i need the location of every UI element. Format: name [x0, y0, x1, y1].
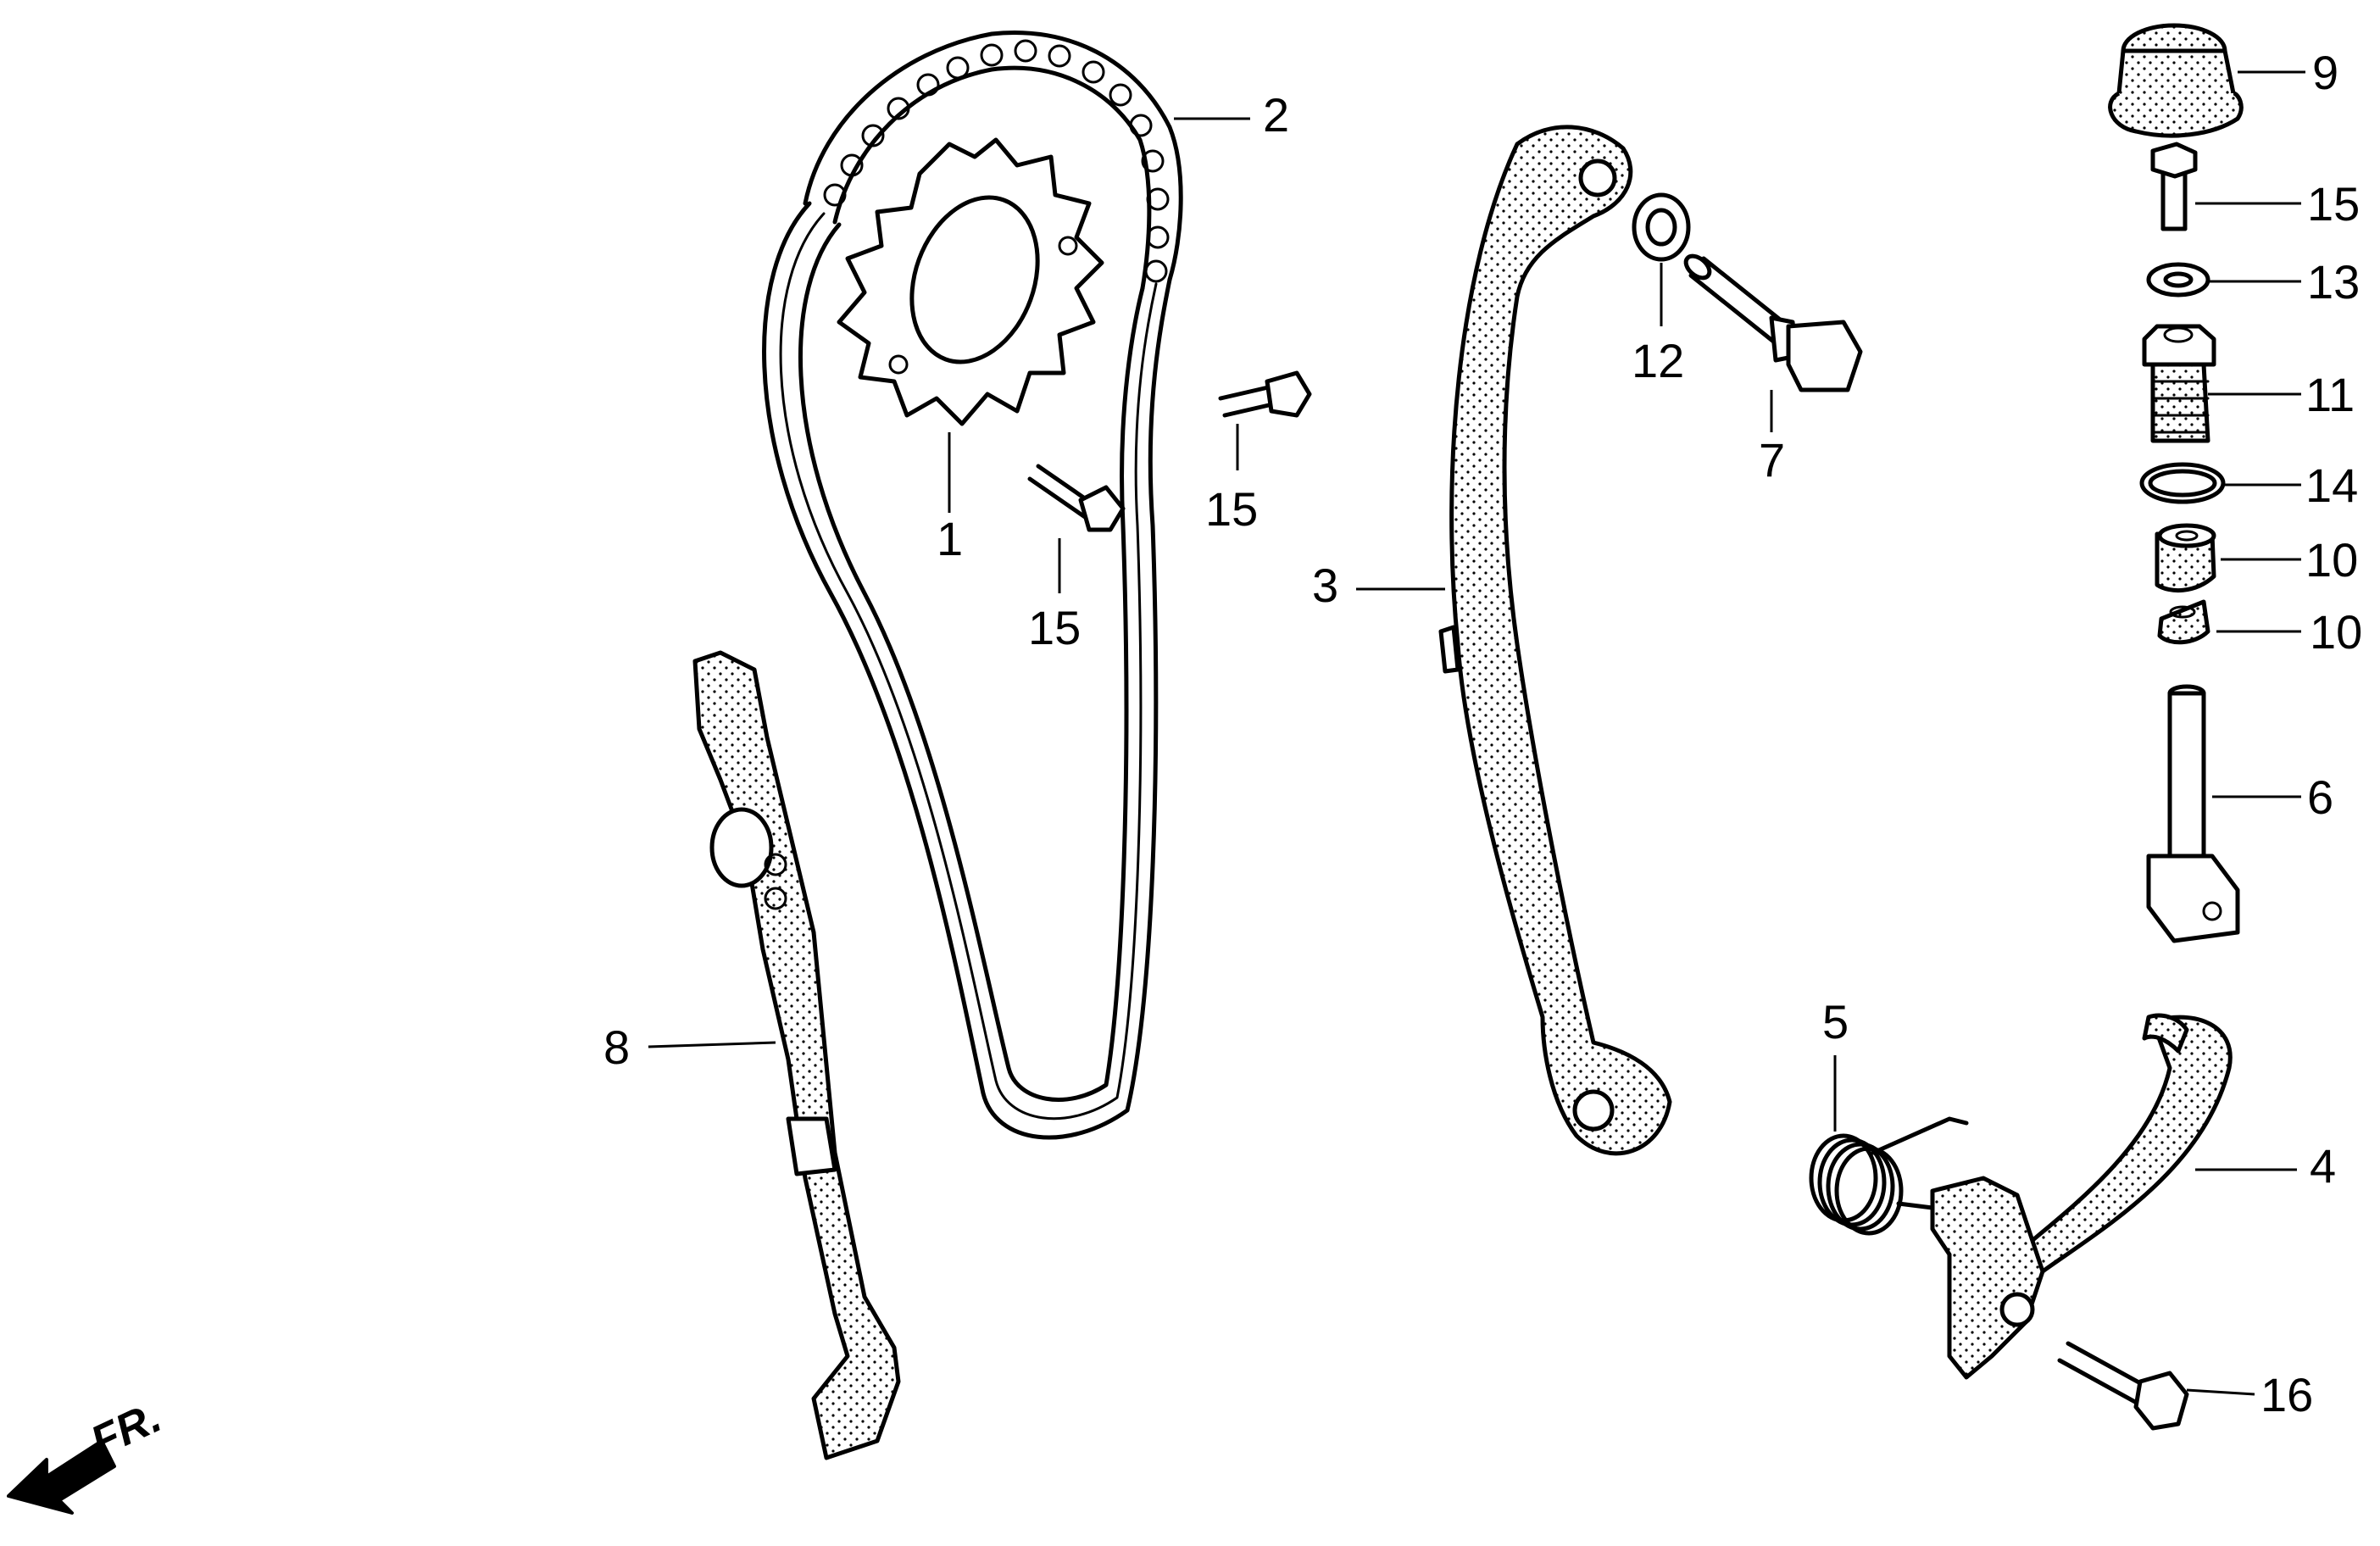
chain-guide — [692, 650, 901, 1460]
bolt-15-left — [1027, 464, 1126, 532]
label-part-13: 13 — [2307, 255, 2360, 309]
tensioner-push-rod — [2146, 684, 2240, 943]
label-part-16: 16 — [2260, 1368, 2313, 1421]
label-part-10-a: 10 — [2305, 533, 2358, 587]
sprocket — [837, 137, 1104, 426]
tensioner-bolt — [2142, 324, 2216, 443]
label-part-15-left: 15 — [1028, 601, 1081, 654]
tensioner-spring — [1809, 1116, 1969, 1236]
front-direction-indicator: FR. — [7, 1393, 169, 1515]
label-part-3: 3 — [1312, 559, 1338, 612]
sealing-washer-13 — [2146, 262, 2210, 298]
label-part-6: 6 — [2307, 770, 2333, 824]
cam-chain — [762, 31, 1183, 1140]
label-part-15-center: 15 — [1205, 482, 1258, 536]
front-arrow-icon — [7, 1439, 116, 1515]
wedge-a — [2155, 523, 2216, 593]
sealing-cap — [2108, 23, 2244, 138]
pivot-bolt — [1683, 253, 1863, 392]
bolt-16 — [2057, 1341, 2189, 1431]
label-part-11: 11 — [2305, 368, 2355, 421]
label-part-5: 5 — [1822, 995, 1849, 1048]
tensioner-slipper — [1438, 125, 1672, 1156]
label-part-14: 14 — [2305, 459, 2358, 512]
label-part-12: 12 — [1632, 334, 1684, 387]
label-part-10-b: 10 — [2310, 605, 2362, 659]
label-part-9: 9 — [2312, 46, 2338, 99]
leader-lines — [648, 70, 2305, 1396]
label-part-7: 7 — [1759, 433, 1785, 487]
wedge-b — [2157, 599, 2210, 645]
label-part-15-right: 15 — [2307, 177, 2360, 231]
washer — [1632, 192, 1691, 262]
o-ring — [2139, 462, 2226, 504]
part-labels: 1 2 3 4 5 6 7 8 9 10 10 11 12 13 14 15 1… — [603, 46, 2362, 1421]
bolt-15-center — [1218, 370, 1312, 418]
label-part-8: 8 — [603, 1020, 630, 1074]
label-part-4: 4 — [2310, 1139, 2336, 1193]
bolt-15-right — [2150, 142, 2198, 231]
tensioner-arm — [1930, 1013, 2233, 1380]
label-part-2: 2 — [1263, 88, 1289, 142]
chain-links-top — [823, 39, 1170, 283]
label-part-1: 1 — [937, 512, 963, 565]
